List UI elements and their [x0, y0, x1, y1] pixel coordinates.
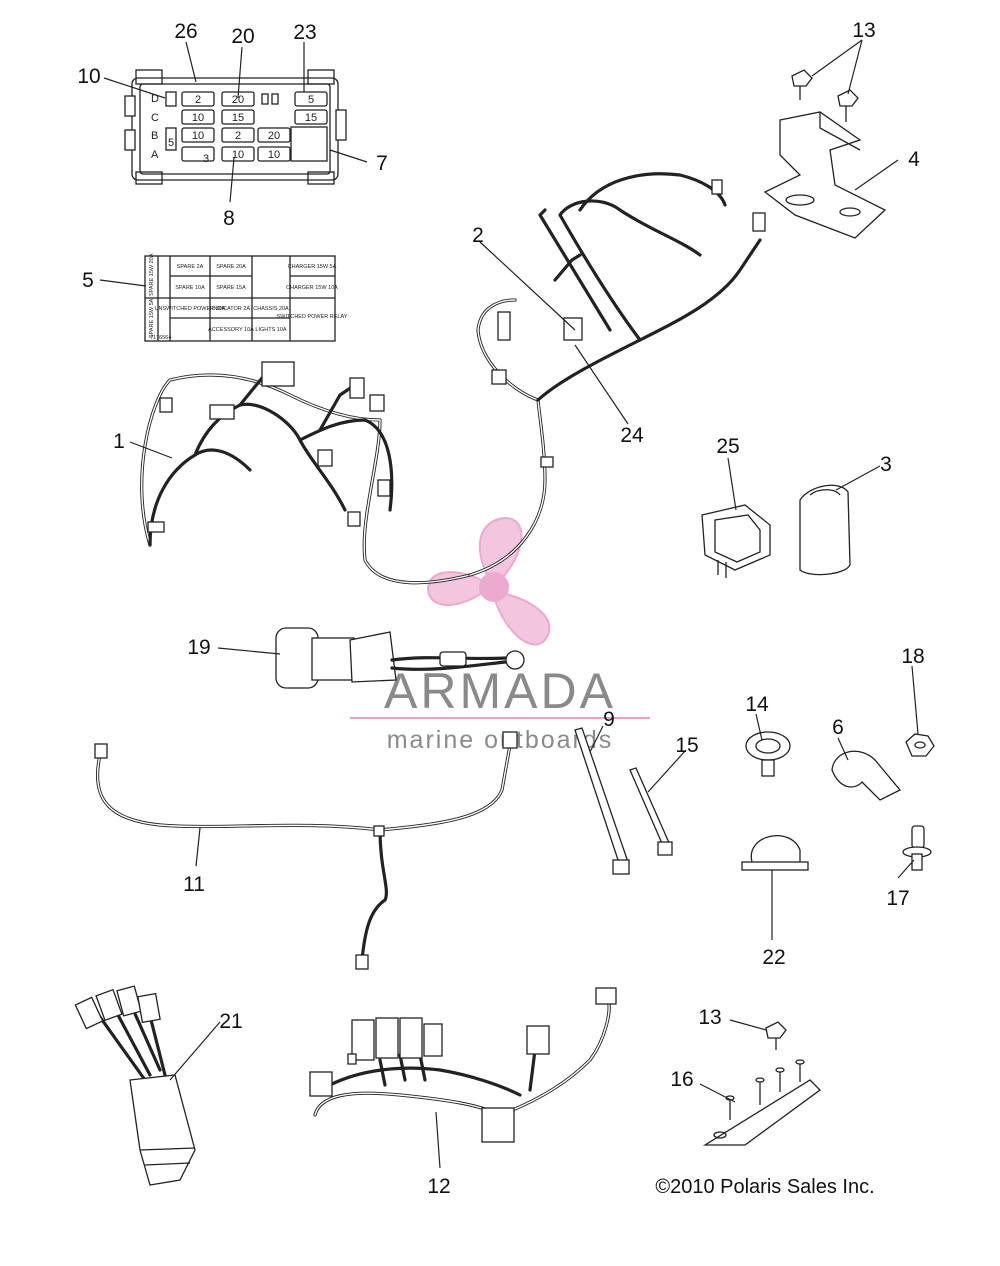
copyright-notice: ©2010 Polaris Sales Inc.	[655, 1176, 874, 1198]
callout-24: 24	[620, 424, 644, 447]
fuse-row-label-b: B	[151, 130, 158, 142]
loop-clip	[741, 835, 809, 871]
fuse-value: 10	[192, 112, 204, 124]
fuse-row-label-d: D	[151, 93, 159, 105]
fuse-label-cell: LIGHTS 10A	[255, 327, 287, 333]
fuse-row-label-c: C	[151, 112, 159, 124]
callout-19: 19	[187, 636, 210, 659]
callout-11: 11	[183, 873, 205, 896]
callout-5: 5	[82, 269, 94, 292]
callout-9: 9	[603, 708, 615, 731]
fuse-label-cell: SPARE 10A	[175, 285, 205, 291]
fuse-label-cell: CHARGER 15W 5A	[288, 264, 337, 270]
watermark-subtitle: marine outboards	[387, 726, 614, 754]
callout-20: 20	[231, 25, 254, 48]
callout-10: 10	[77, 65, 100, 88]
callout-numbers: 26 20 23 10 7 8 13 4 5 2 24 1 25 3 19 9 …	[77, 19, 924, 1198]
fuse-value: 10	[232, 149, 244, 161]
chassis-wire-harness	[468, 172, 766, 577]
fuse-label-side-top: SPARE 15W 20A	[149, 253, 155, 296]
fuse-value: 10	[192, 130, 204, 142]
callout-13-top: 13	[852, 19, 875, 42]
fuse-value: 10	[268, 149, 280, 161]
callout-1: 1	[113, 430, 125, 453]
fuse-label-cell: ACCESSORY 10A	[208, 327, 254, 333]
callout-26: 26	[174, 20, 197, 43]
fuse-label-cell: CHASSIS 20A	[253, 306, 289, 312]
fuse-label-cell: SPARE 2A	[177, 264, 204, 270]
callout-16: 16	[670, 1068, 693, 1091]
callout-25: 25	[716, 435, 739, 458]
screw-13-pair	[791, 69, 859, 122]
callout-13-bottom: 13	[698, 1006, 721, 1029]
wire-harness-12	[309, 987, 617, 1143]
rubber-boot	[799, 484, 851, 576]
fuse-label-cell: SPARE 15A	[216, 285, 246, 291]
fuse-value: 2	[195, 94, 201, 106]
wire-harness-11	[94, 731, 518, 970]
terminal-strip	[702, 1059, 821, 1146]
fuse-box: D C B A 2 20 5 10 15 15 10	[124, 69, 347, 185]
callout-8: 8	[223, 207, 235, 230]
callout-22: 22	[762, 946, 785, 969]
fuse-value: 3	[203, 153, 209, 165]
fuse-label-decal: SPARE 15W 20A SPARE 15W 5A SPARE 2A SPAR…	[144, 253, 348, 342]
fuse-label-cell: INDICATOR 2A	[212, 306, 250, 312]
screw-13-single	[765, 1021, 787, 1050]
callout-6: 6	[832, 716, 844, 739]
fuse-label-cell: SPARE 20A	[216, 264, 246, 270]
callout-7: 7	[376, 152, 388, 175]
hose-clip	[745, 731, 791, 777]
fuse-value: 5	[168, 137, 174, 149]
armada-watermark: ARMADA marine outboards	[350, 516, 650, 754]
mounting-bracket	[763, 111, 887, 239]
fuse-label-code: 7176564	[150, 335, 171, 341]
callout-2: 2	[472, 224, 484, 247]
p-clamp	[831, 750, 902, 801]
watermark-title: ARMADA	[384, 663, 616, 719]
fuse-value: 5	[308, 94, 314, 106]
callout-12: 12	[427, 1175, 450, 1198]
callout-21: 21	[219, 1010, 242, 1033]
fuse-label-cell: CHARGER 15W 10A	[286, 285, 338, 291]
fuse-label-cell: UNSWITCHED POWER 10A	[155, 306, 226, 312]
fuse-row-label-a: A	[151, 149, 159, 161]
leader-lines	[99, 39, 919, 1169]
cable-tie-long	[574, 727, 630, 875]
callout-4: 4	[908, 148, 920, 171]
fuse-label-side-bottom: SPARE 15W 5A	[149, 298, 155, 338]
fuse-label-cell: SWITCHED POWER RELAY	[277, 314, 348, 320]
fuse-value: 20	[232, 94, 244, 106]
main-wire-harness	[140, 361, 472, 585]
callout-15: 15	[675, 734, 698, 757]
ignition-switch	[275, 627, 525, 689]
fuse-value: 15	[305, 112, 317, 124]
fuse-value: 20	[268, 130, 280, 142]
callout-14: 14	[745, 693, 769, 716]
connector-harness-21	[74, 985, 196, 1186]
fuse-value: 2	[235, 130, 241, 142]
callout-23: 23	[293, 21, 316, 44]
push-pin-fastener	[902, 825, 932, 871]
callout-18: 18	[901, 645, 924, 668]
callout-3: 3	[880, 453, 892, 476]
cable-tie-short	[629, 767, 673, 856]
fuse-slots	[165, 91, 328, 162]
flange-nut	[905, 733, 935, 757]
callout-17: 17	[886, 887, 909, 910]
relay-socket	[701, 504, 771, 578]
fuse-value: 15	[232, 112, 244, 124]
